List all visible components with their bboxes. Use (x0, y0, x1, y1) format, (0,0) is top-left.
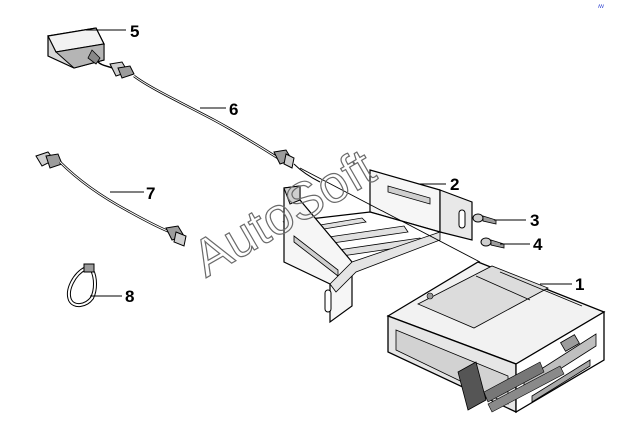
callout-4: 4 (533, 235, 543, 254)
screw-part-3 (472, 213, 497, 225)
antenna-cable-part-6 (133, 74, 321, 183)
corner-mark: ꟿ (598, 4, 604, 10)
screw-part-4 (480, 237, 505, 249)
callout-1: 1 (575, 275, 584, 294)
leader-lines (86, 29, 572, 297)
callout-7: 7 (146, 184, 155, 203)
mounting-bracket-part-2 (282, 169, 473, 324)
callout-3: 3 (530, 211, 539, 230)
callout-5: 5 (130, 22, 139, 41)
main-unit-part-1 (386, 261, 606, 414)
gps-antenna-part-5 (47, 27, 135, 79)
adapter-cable-part-7 (35, 151, 187, 247)
callout-8: 8 (125, 287, 134, 306)
cable-tie-part-8 (67, 263, 97, 307)
callout-2: 2 (450, 175, 459, 194)
callout-6: 6 (229, 100, 238, 119)
